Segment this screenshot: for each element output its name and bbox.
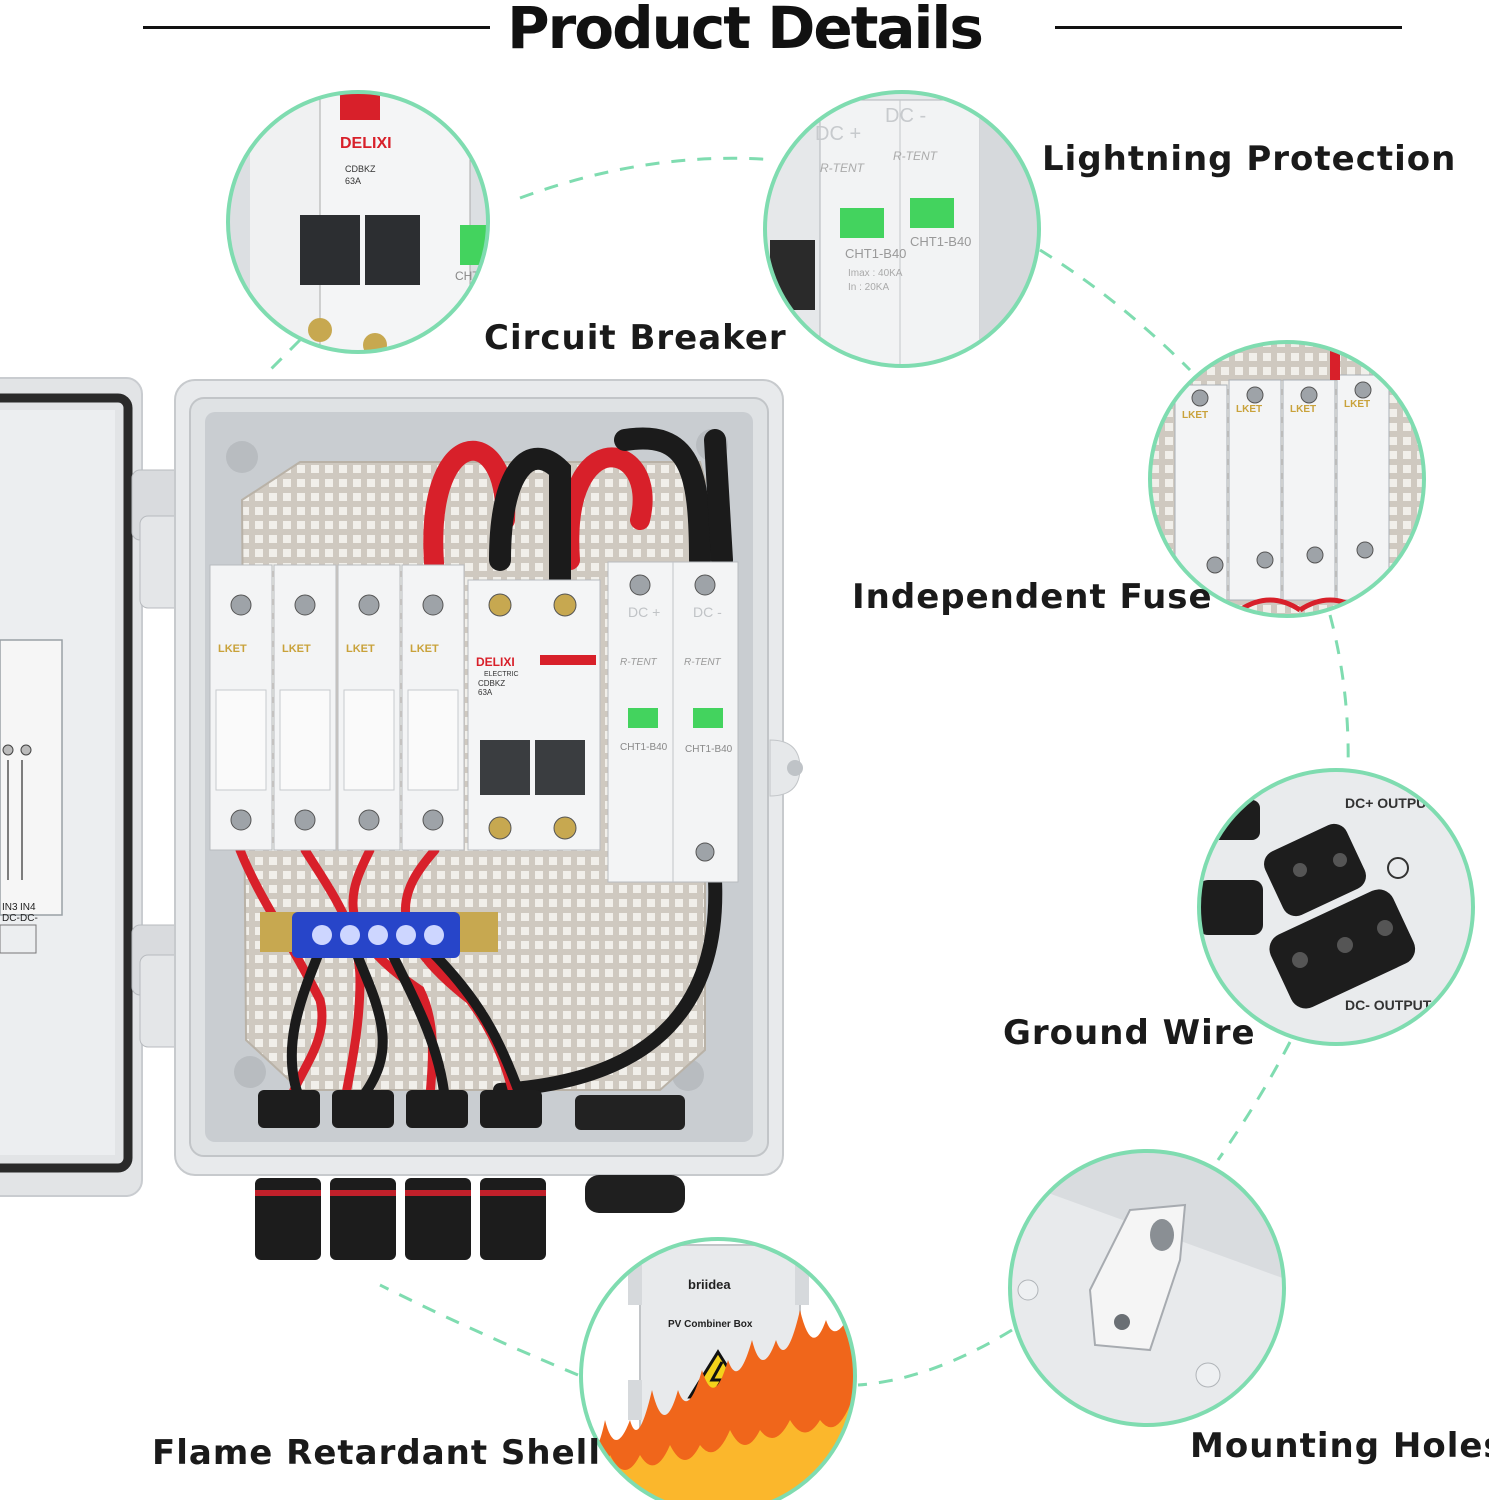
page-title: Product Details: [507, 0, 984, 62]
svg-text:LKET: LKET: [282, 643, 311, 655]
surge-protector: DC + DC - R-TENT R-TENT CHT1-B40 CHT1-B4…: [607, 561, 739, 883]
svg-text:CHT1-B40: CHT1-B40: [620, 742, 668, 753]
svg-text:PV Combiner Box: PV Combiner Box: [668, 1319, 753, 1330]
svg-text:CHT1-B40: CHT1-B40: [685, 744, 733, 755]
detail-circle-independent-fuse: LKET LKET LKET LKET: [1148, 340, 1426, 618]
door-input-label-1: IN3: [2, 902, 18, 913]
svg-text:ELECTRIC: ELECTRIC: [484, 671, 519, 678]
svg-text:Imax : 40KA: Imax : 40KA: [848, 268, 903, 279]
title-rule-left: [143, 26, 490, 29]
connector-lines: [266, 156, 1350, 1387]
detail-circle-ground-wire: DC+ OUTPUT DC- OUTPUT: [1197, 768, 1475, 1046]
svg-text:R-TENT: R-TENT: [684, 657, 722, 668]
callout-lightning-protection: Lightning Protection: [1042, 139, 1457, 179]
svg-text:CHT1-B40: CHT1-B40: [455, 269, 512, 283]
door-polarity-label-2: DC-: [20, 913, 38, 924]
detail-circle-flame-retardant-shell: briidea PV Combiner Box: [579, 1237, 857, 1500]
svg-text:R-TENT: R-TENT: [820, 161, 866, 175]
svg-text:R-TENT: R-TENT: [893, 149, 939, 163]
callout-flame-retardant-shell: Flame Retardant Shell: [152, 1433, 601, 1473]
svg-text:LKET: LKET: [1236, 404, 1262, 415]
svg-text:DC +: DC +: [628, 604, 660, 620]
svg-text:R-TENT: R-TENT: [620, 657, 658, 668]
svg-text:DC- OUTPUT: DC- OUTPUT: [1345, 997, 1432, 1013]
svg-text:CDBKZ: CDBKZ: [478, 679, 505, 688]
svg-text:LKET: LKET: [1290, 404, 1316, 415]
title-rule-right: [1055, 26, 1402, 29]
svg-text:63A: 63A: [478, 688, 493, 697]
mc4-connectors: [255, 1178, 546, 1260]
callout-independent-fuse: Independent Fuse: [852, 577, 1213, 617]
door-polarity-label-1: DC-: [2, 913, 20, 924]
ground-terminal-bar: [260, 912, 498, 958]
callout-ground-wire: Ground Wire: [1003, 1013, 1256, 1053]
internal-wiring: [235, 427, 733, 1105]
cable-glands: [258, 1090, 685, 1213]
svg-text:DELIXI: DELIXI: [340, 135, 392, 152]
svg-text:CDBKZ: CDBKZ: [345, 164, 376, 174]
detail-circle-lightning-protection: DC + DC - R-TENT R-TENT CHT1-B40 CHT1-B4…: [763, 90, 1041, 368]
callout-circuit-breaker: Circuit Breaker: [484, 318, 787, 358]
svg-text:CHT1-B40: CHT1-B40: [845, 246, 906, 261]
svg-text:DC -: DC -: [693, 604, 722, 620]
enclosure-door: IN3 IN4 DC- DC-: [0, 377, 191, 1197]
svg-text:DC -: DC -: [885, 105, 926, 127]
callout-mounting-holes: Mounting Holes: [1190, 1426, 1489, 1466]
svg-text:CHT1-B40: CHT1-B40: [910, 234, 971, 249]
svg-text:In : 20KA: In : 20KA: [848, 282, 889, 293]
circuit-breaker: DELIXI ELECTRIC CDBKZ 63A: [467, 579, 601, 851]
svg-text:briidea: briidea: [688, 1277, 731, 1292]
svg-text:LKET: LKET: [218, 643, 247, 655]
svg-text:LKET: LKET: [1182, 410, 1208, 421]
detail-circle-circuit-breaker: DELIXI CDBKZ 63A CHT1-B40: [226, 90, 512, 354]
door-input-label-2: IN4: [20, 902, 36, 913]
svg-text:LKET: LKET: [1344, 399, 1370, 410]
svg-text:63A: 63A: [345, 176, 361, 186]
svg-text:DC +: DC +: [815, 123, 861, 145]
svg-text:DELIXI: DELIXI: [476, 655, 515, 669]
detail-circle-mounting-holes: [1008, 1149, 1286, 1427]
svg-text:DC+ OUTPUT: DC+ OUTPUT: [1345, 795, 1435, 811]
svg-text:LKET: LKET: [346, 643, 375, 655]
fuse-holders: LKET LKET LKET LKET: [209, 564, 465, 851]
svg-text:LKET: LKET: [410, 643, 439, 655]
